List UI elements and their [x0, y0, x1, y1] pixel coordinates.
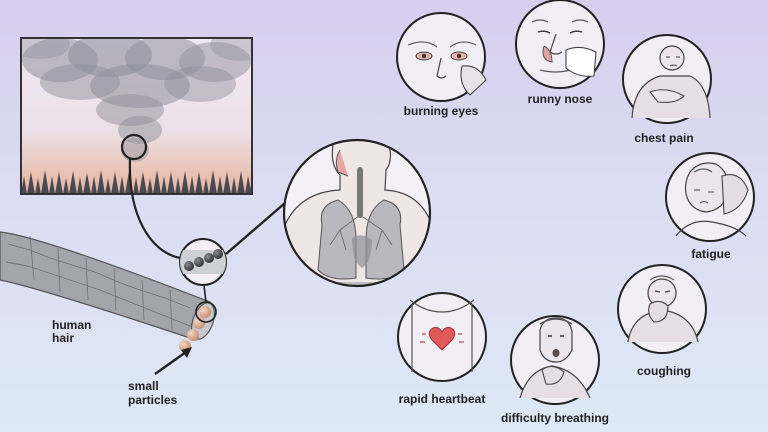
- coughing-label: coughing: [637, 364, 691, 378]
- runny-nose-label: runny nose: [527, 92, 593, 106]
- chest-pain-icon: [622, 34, 712, 124]
- lungs-diagram: [282, 138, 432, 288]
- coughing-icon: [617, 264, 707, 354]
- runny-nose-icon: [515, 0, 605, 89]
- small-particles-label-line2: particles: [128, 393, 178, 407]
- fatigue-icon: [665, 152, 755, 242]
- human-hair-label-line2: hair: [52, 331, 75, 345]
- difficulty-breathing-label: difficulty breathing: [501, 411, 609, 425]
- chest-pain-label: chest pain: [634, 131, 694, 145]
- human-hair-label-line1: human: [52, 318, 92, 332]
- burning-eyes-label: burning eyes: [403, 104, 479, 118]
- small-particles-label-line1: small: [128, 379, 159, 393]
- difficulty-breathing-icon: [510, 315, 600, 405]
- rapid-heartbeat-label: rapid heartbeat: [398, 392, 486, 406]
- fatigue-label: fatigue: [691, 247, 731, 261]
- particle-zoom-circle: [179, 238, 227, 286]
- particles-arrow: [154, 347, 192, 375]
- rapid-heartbeat-icon: [397, 292, 487, 382]
- burning-eyes-icon: [396, 12, 487, 102]
- smoke-scene: [20, 37, 253, 195]
